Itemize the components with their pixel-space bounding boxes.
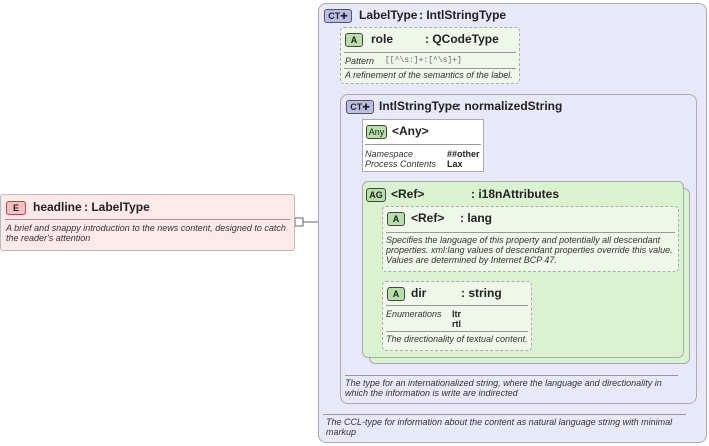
any-process-label: Process Contents (365, 159, 437, 169)
dir-enum-value-0: ltr (452, 309, 461, 319)
lang-doc: Specifies the language of this property … (386, 235, 673, 265)
any-process-value: Lax (447, 159, 463, 169)
element-badge: E (6, 201, 26, 215)
dir-badge: A (387, 287, 405, 301)
attribute-group-badge: AG (366, 188, 386, 202)
plus-icon: ✚ (340, 11, 348, 21)
role-name: role (371, 32, 394, 46)
role-separator-2 (344, 68, 516, 69)
lang-type: : lang (460, 211, 492, 225)
element-headline[interactable]: E headline : LabelType A brief and snapp… (0, 194, 295, 251)
any-namespace-value: ##other (447, 149, 480, 159)
lang-badge: A (387, 212, 405, 226)
labeltype-separator (323, 414, 686, 415)
dir-separator-1 (386, 305, 528, 306)
attribute-dir[interactable]: A dir : string Enumerations ltr rtl The … (382, 281, 532, 351)
intlstringtype-name: IntlStringType (379, 99, 459, 113)
dir-type: : string (461, 286, 502, 300)
element-separator (5, 219, 290, 220)
dir-enum-value-1: rtl (452, 319, 461, 329)
element-name: headline (33, 200, 82, 214)
intlstringtype-type: : normalizedString (457, 99, 563, 113)
role-type: : QCodeType (425, 32, 499, 46)
labeltype-type: : IntlStringType (419, 8, 507, 22)
attribute-group-name: <Ref> (391, 187, 425, 201)
any-namespace-label: Namespace (365, 149, 414, 159)
role-doc: A refinement of the semantics of the lab… (345, 70, 513, 80)
labeltype-doc: The CCL-type for information about the c… (326, 417, 673, 437)
plus-icon: ✚ (362, 102, 370, 112)
lang-separator (386, 232, 675, 233)
attribute-lang[interactable]: A <Ref> : lang Specifies the language of… (382, 206, 679, 272)
any-name: <Any> (392, 124, 429, 138)
dir-separator-2 (386, 331, 528, 332)
any-attribute[interactable]: Any <Any> Namespace ##other Process Cont… (362, 119, 484, 172)
complex-type-badge-2: CT✚ (346, 100, 374, 114)
intlstringtype-doc: The type for an internationalized string… (345, 378, 662, 398)
role-pattern-value: [[^\s:]+:[^\s]+] (385, 56, 462, 65)
dir-name: dir (411, 286, 427, 300)
attribute-role[interactable]: A role : QCodeType Pattern [[^\s:]+:[^\s… (340, 27, 520, 84)
element-type: : LabelType (84, 200, 150, 214)
dir-doc: The directionality of textual content. (386, 334, 528, 344)
any-separator (365, 144, 481, 145)
labeltype-name: LabelType (359, 8, 418, 22)
dir-enum-label: Enumerations (386, 309, 442, 319)
lang-name: <Ref> (411, 211, 445, 225)
any-badge: Any (366, 125, 387, 139)
complex-type-badge: CT✚ (324, 9, 352, 23)
role-separator-1 (344, 52, 516, 53)
intlstringtype-separator (345, 375, 678, 376)
role-pattern-label: Pattern (345, 56, 375, 66)
attribute-badge: A (345, 33, 363, 47)
element-doc: A brief and snappy introduction to the n… (6, 223, 286, 243)
attribute-group-type: : i18nAttributes (471, 187, 560, 201)
